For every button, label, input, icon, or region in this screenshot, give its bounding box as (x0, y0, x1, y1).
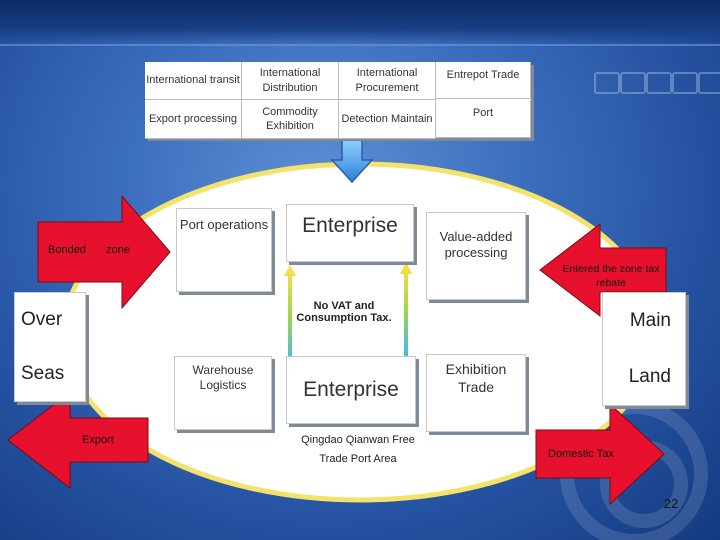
tax-rebate-label: Entered the zone tax rebate (562, 263, 660, 290)
export-label: Export (82, 434, 114, 446)
enterprise-top-box: Enterprise (286, 204, 414, 262)
grid-cell-detection-maintain: Detection Maintain (339, 100, 436, 139)
over-label: Over (21, 309, 63, 331)
page-number: 22 (663, 496, 679, 511)
deco-square (646, 72, 672, 94)
zone-label: zone (106, 244, 130, 256)
tax-rebate-arrow (539, 222, 667, 318)
deco-square (620, 72, 646, 94)
grid-cell-port: Port (436, 100, 531, 138)
bonded-label: Bonded (48, 244, 86, 256)
deco-square (698, 72, 720, 94)
down-arrow (330, 139, 374, 184)
area-name-line2: Trade Port Area (319, 453, 397, 465)
value-added-box: Value-added processing (426, 212, 526, 300)
grid-cell-export-processing: Export processing (145, 100, 242, 139)
area-name-line1: Qingdao Qianwan Free (301, 434, 415, 446)
no-vat-label: No VAT and Consumption Tax. (296, 300, 392, 325)
up-connector (400, 262, 412, 360)
deco-square (672, 72, 698, 94)
deco-square (594, 72, 620, 94)
grid-cell-commodity-exhibition: Commodity Exhibition (242, 100, 339, 139)
domestic-tax-label: Domestic Tax (548, 448, 614, 460)
grid-cell-international-procurement: International Procurement (339, 62, 436, 100)
domestic-tax-arrow (535, 402, 665, 506)
over-seas-box: Over Seas (14, 292, 86, 402)
top-band (0, 0, 720, 46)
enterprise-bottom-box: Enterprise (286, 356, 416, 424)
exhibition-box: Exhibition Trade (426, 354, 526, 432)
warehouse-box: Warehouse Logistics (174, 356, 272, 430)
top-divider (0, 44, 720, 46)
top-grid: International transit International Dist… (145, 62, 531, 139)
down-connector (284, 265, 296, 370)
grid-cell-international-distribution: International Distribution (242, 62, 339, 100)
port-operations-box: Port operations (176, 208, 272, 292)
main-label: Main (629, 310, 671, 332)
bonded-zone-arrow (37, 194, 171, 310)
grid-cell-entrepot-trade: Entrepot Trade (436, 62, 531, 99)
seas-label: Seas (21, 363, 65, 385)
land-label: Land (628, 366, 671, 388)
grid-cell-international-transit: International transit (145, 62, 242, 100)
main-land-box: Main Land (602, 292, 686, 406)
